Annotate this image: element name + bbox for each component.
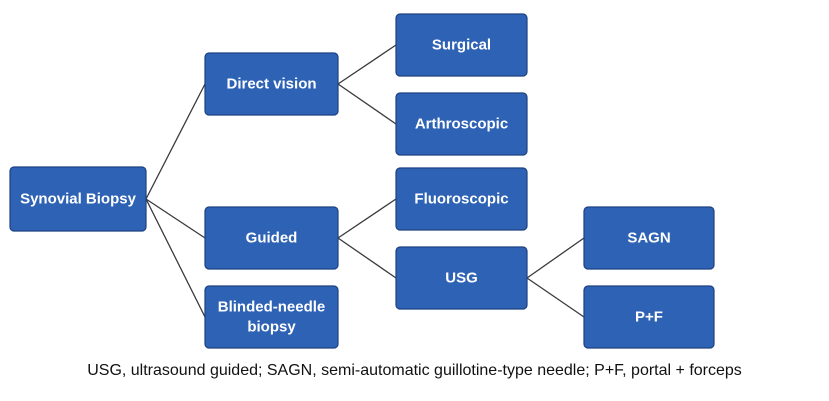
node-label-synovial-biopsy: Synovial Biopsy: [20, 191, 137, 208]
node-guided: Guided: [204, 206, 339, 270]
node-label-direct-vision: Direct vision: [226, 76, 316, 93]
node-label-usg: USG: [445, 270, 478, 287]
node-label-blinded-needle-biopsy: Blinded-needle: [218, 299, 326, 316]
connector-usg-to-sagn: [526, 237, 585, 279]
node-box-synovial-biopsy: [9, 166, 147, 232]
node-fluoroscopic: Fluoroscopic: [395, 167, 528, 231]
node-p-plus-f: P+F: [583, 285, 715, 349]
node-surgical: Surgical: [395, 13, 528, 77]
diagram-nodes: Synovial Biopsy Direct visionGuidedBlinde…: [9, 13, 715, 349]
node-label-sagn: SAGN: [627, 230, 670, 247]
node-label-arthroscopic: Arthroscopic: [415, 116, 508, 133]
node-box-blinded-needle-biopsy: [204, 285, 339, 349]
node-synovial-biopsy: Synovial Biopsy: [9, 166, 147, 232]
abbreviation-caption: USG, ultrasound guided; SAGN, semi-autom…: [87, 362, 742, 379]
node-label-blinded-needle-biopsy: biopsy: [247, 319, 296, 336]
connector-guided-to-fluoroscopic: [337, 198, 397, 239]
node-box-fluoroscopic: [395, 167, 528, 231]
node-box-usg: [395, 246, 528, 310]
connector-guided-to-usg: [337, 237, 397, 279]
node-box-arthroscopic: [395, 92, 528, 156]
connector-direct-vision-to-surgical: [337, 44, 397, 85]
connector-direct-vision-to-arthroscopic: [337, 83, 397, 125]
node-box-surgical: [395, 13, 528, 77]
node-label-fluoroscopic: Fluoroscopic: [414, 191, 508, 208]
connector-synovial-biopsy-to-direct-vision: [145, 83, 206, 200]
node-label-guided: Guided: [246, 230, 298, 247]
connector-synovial-biopsy-to-blinded-needle-biopsy: [145, 198, 206, 318]
node-blinded-needle-biopsy: Blinded-needle biopsy: [204, 285, 339, 349]
node-box-sagn: [583, 206, 715, 270]
node-sagn: SAGN: [583, 206, 715, 270]
node-box-direct-vision: [204, 52, 339, 116]
node-usg: USG: [395, 246, 528, 310]
connector-synovial-biopsy-to-guided: [145, 198, 206, 239]
node-box-p-plus-f: [583, 285, 715, 349]
node-box-guided: [204, 206, 339, 270]
node-arthroscopic: Arthroscopic: [395, 92, 528, 156]
node-label-p-plus-f: P+F: [635, 309, 663, 326]
node-label-surgical: Surgical: [432, 37, 491, 54]
node-direct-vision: Direct vision: [204, 52, 339, 116]
connector-usg-to-p-plus-f: [526, 277, 585, 318]
connector-lines: [145, 44, 585, 318]
